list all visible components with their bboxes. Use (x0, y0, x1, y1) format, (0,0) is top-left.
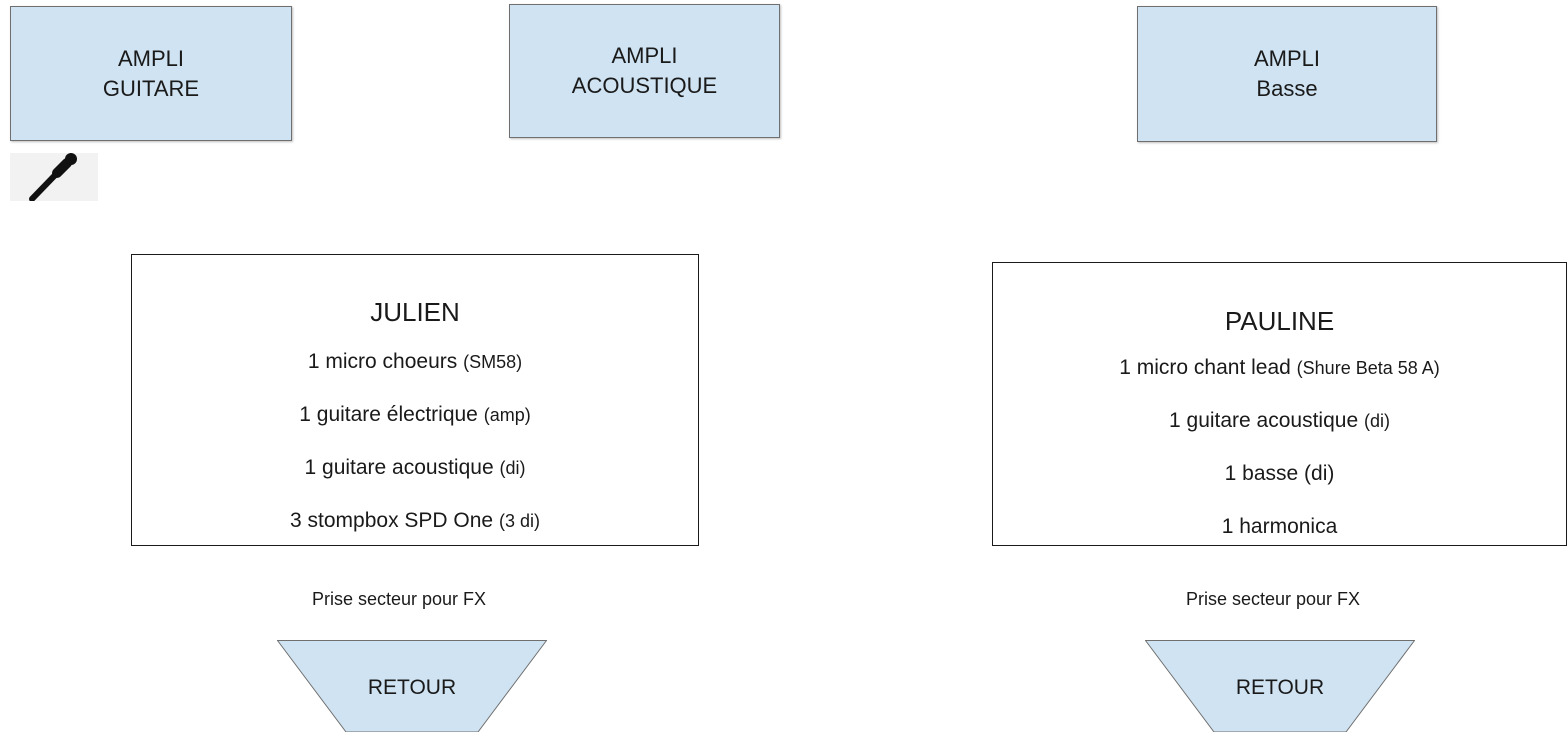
retour-right: RETOUR (1145, 640, 1415, 732)
input-line: 1 micro choeurs (SM58) (307, 350, 523, 373)
amp-basse-line1: AMPLI (1253, 46, 1321, 71)
amp-acoustique: AMPLI ACOUSTIQUE (509, 4, 780, 138)
musician-name: JULIEN (370, 297, 460, 327)
input-line: 1 harmonica (1221, 515, 1338, 538)
amp-guitare: AMPLI GUITARE (10, 6, 292, 141)
amp-guitare-line1: AMPLI (117, 45, 185, 71)
retour-left: RETOUR (277, 640, 547, 732)
musician-pauline: PAULINE 1 micro chant lead (Shure Beta 5… (992, 262, 1567, 546)
power-outlet-left: Prise secteur pour FX (311, 589, 487, 609)
input-line: 1 basse (di) (1224, 462, 1335, 485)
input-line: 1 micro chant lead (Shure Beta 58 A) (1119, 356, 1440, 379)
retour-label: RETOUR (367, 676, 457, 699)
input-line: 3 stompbox SPD One (3 di) (290, 509, 540, 532)
microphone-icon (10, 153, 98, 202)
input-line: 1 guitare acoustique (di) (304, 456, 526, 479)
musician-julien: JULIEN 1 micro choeurs (SM58) 1 guitare … (131, 254, 699, 546)
amp-basse-line2: Basse (1256, 76, 1318, 101)
amp-acoustique-line1: AMPLI (611, 43, 678, 68)
amp-basse: AMPLI Basse (1137, 6, 1437, 142)
input-line: 1 guitare électrique (amp) (299, 403, 531, 426)
power-outlet-right: Prise secteur pour FX (1185, 589, 1361, 609)
amp-acoustique-line2: ACOUSTIQUE (571, 73, 718, 98)
amp-guitare-line2: GUITARE (102, 75, 200, 101)
musician-name: PAULINE (1224, 306, 1335, 336)
retour-label: RETOUR (1235, 676, 1325, 699)
input-line: 1 guitare acoustique (di) (1169, 409, 1390, 432)
